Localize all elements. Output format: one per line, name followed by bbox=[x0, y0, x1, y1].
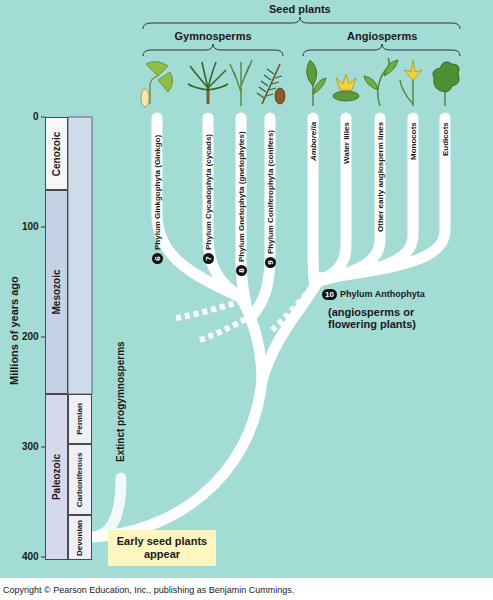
dashed-branch bbox=[200, 316, 252, 340]
era-band: Paleozoic bbox=[45, 394, 68, 560]
lineage-name: Eudicots bbox=[441, 122, 450, 156]
phylum-name: Phylum Ginkgophyta (Ginkgo) bbox=[153, 135, 162, 250]
amborella-icon bbox=[307, 60, 326, 106]
cone bbox=[275, 88, 285, 104]
flower bbox=[336, 74, 356, 90]
tick-label: 200 bbox=[22, 331, 39, 343]
lineage-name: Monocots bbox=[409, 122, 418, 160]
phylum-name: Phylum Gnetophyta (gnetophytes) bbox=[237, 131, 246, 262]
progymnosperm-branch bbox=[100, 478, 121, 535]
leaf bbox=[307, 60, 317, 86]
stem bbox=[246, 60, 252, 74]
era-name: Paleozoic bbox=[51, 454, 63, 500]
conifer-icon bbox=[257, 64, 285, 104]
period-band: Carboniferous bbox=[68, 444, 92, 515]
monocot-icon bbox=[400, 60, 422, 106]
lineage-name: Extinct progymnosperms bbox=[115, 341, 127, 462]
period-band: Permian bbox=[68, 394, 92, 444]
era-band: Cenozoic bbox=[45, 117, 68, 190]
gnetophyte-icon bbox=[230, 60, 252, 106]
seed bbox=[141, 89, 149, 107]
era-name: Permian bbox=[75, 403, 85, 435]
stem bbox=[412, 80, 414, 106]
eudicot-icon bbox=[433, 62, 459, 106]
lobed-leaf bbox=[433, 62, 459, 92]
callout-number: 9 bbox=[265, 257, 276, 268]
group-heading: Seed plants bbox=[269, 3, 331, 16]
leaf bbox=[313, 78, 326, 94]
event-text: Early seed plants appear bbox=[112, 535, 212, 561]
water-lily-icon bbox=[333, 74, 359, 101]
angiosperm-brace bbox=[303, 44, 460, 56]
phylum-name: Phylum Anthophyta bbox=[338, 289, 427, 299]
callout-number: 6 bbox=[152, 253, 163, 264]
event-box: Early seed plants appear bbox=[108, 530, 216, 566]
period-band: Devonian bbox=[68, 515, 92, 560]
period-strip bbox=[68, 117, 92, 394]
group-heading: Gymnosperms bbox=[175, 30, 252, 43]
tick-label: 0 bbox=[33, 111, 39, 123]
flower bbox=[404, 60, 422, 80]
cycad-icon bbox=[188, 62, 228, 104]
eudicot-branch bbox=[320, 118, 445, 278]
ginkgo-icon bbox=[141, 61, 173, 107]
frond bbox=[188, 84, 208, 90]
leaf bbox=[400, 80, 413, 104]
group-note: (angiosperms or flowering plants) bbox=[328, 306, 450, 331]
era-band: Mesozoic bbox=[45, 190, 68, 394]
angiosperm-stem bbox=[262, 286, 315, 380]
gymnosperm-brace bbox=[143, 44, 283, 56]
callout-number: 7 bbox=[203, 253, 214, 264]
axis-title: Millions of years ago bbox=[8, 276, 21, 385]
monocot-branch bbox=[320, 118, 413, 279]
lineage-name: Other early angiosperm lines bbox=[376, 122, 385, 232]
tick-label: 100 bbox=[22, 221, 39, 233]
era-name: Carboniferous bbox=[75, 452, 85, 507]
callout-number: 8 bbox=[236, 265, 247, 276]
frond bbox=[208, 84, 228, 90]
era-name: Mesozoic bbox=[51, 269, 63, 314]
frond bbox=[208, 70, 226, 88]
fan-leaf bbox=[146, 61, 168, 76]
leaf bbox=[364, 76, 378, 90]
phylum-name: Phylum Cycadophyta (cycads) bbox=[204, 134, 213, 250]
early-angiosperm-icon bbox=[364, 58, 398, 106]
phylum-name: Phylum Coniferophyta (conifers) bbox=[266, 130, 275, 254]
seed-plants-brace bbox=[143, 17, 460, 29]
stem bbox=[150, 76, 158, 104]
era-name: Devonian bbox=[75, 519, 85, 555]
uncertain-lineages bbox=[176, 284, 316, 340]
other-angiosperm-branch bbox=[318, 118, 380, 281]
stem bbox=[378, 58, 390, 106]
tick-label: 400 bbox=[22, 551, 39, 563]
stem bbox=[312, 84, 313, 106]
tick-label: 300 bbox=[22, 441, 39, 453]
brackets bbox=[143, 17, 460, 56]
ginkgo-branch bbox=[157, 118, 242, 298]
lineage-name: Water lilies bbox=[342, 122, 351, 164]
stem bbox=[230, 64, 236, 78]
lily-pad bbox=[333, 91, 359, 101]
fan-leaf bbox=[158, 72, 173, 92]
frond bbox=[202, 62, 208, 88]
callout-number: 10 bbox=[322, 289, 337, 300]
dashed-branch bbox=[272, 284, 316, 330]
leaf bbox=[384, 60, 398, 76]
lineage-name: Amborella bbox=[309, 122, 318, 161]
copyright-note: Copyright © Pearson Education, Inc., pub… bbox=[3, 585, 294, 595]
dashed-branch bbox=[176, 300, 246, 318]
era-name: Cenozoic bbox=[51, 131, 63, 175]
group-heading: Angiosperms bbox=[347, 30, 417, 43]
